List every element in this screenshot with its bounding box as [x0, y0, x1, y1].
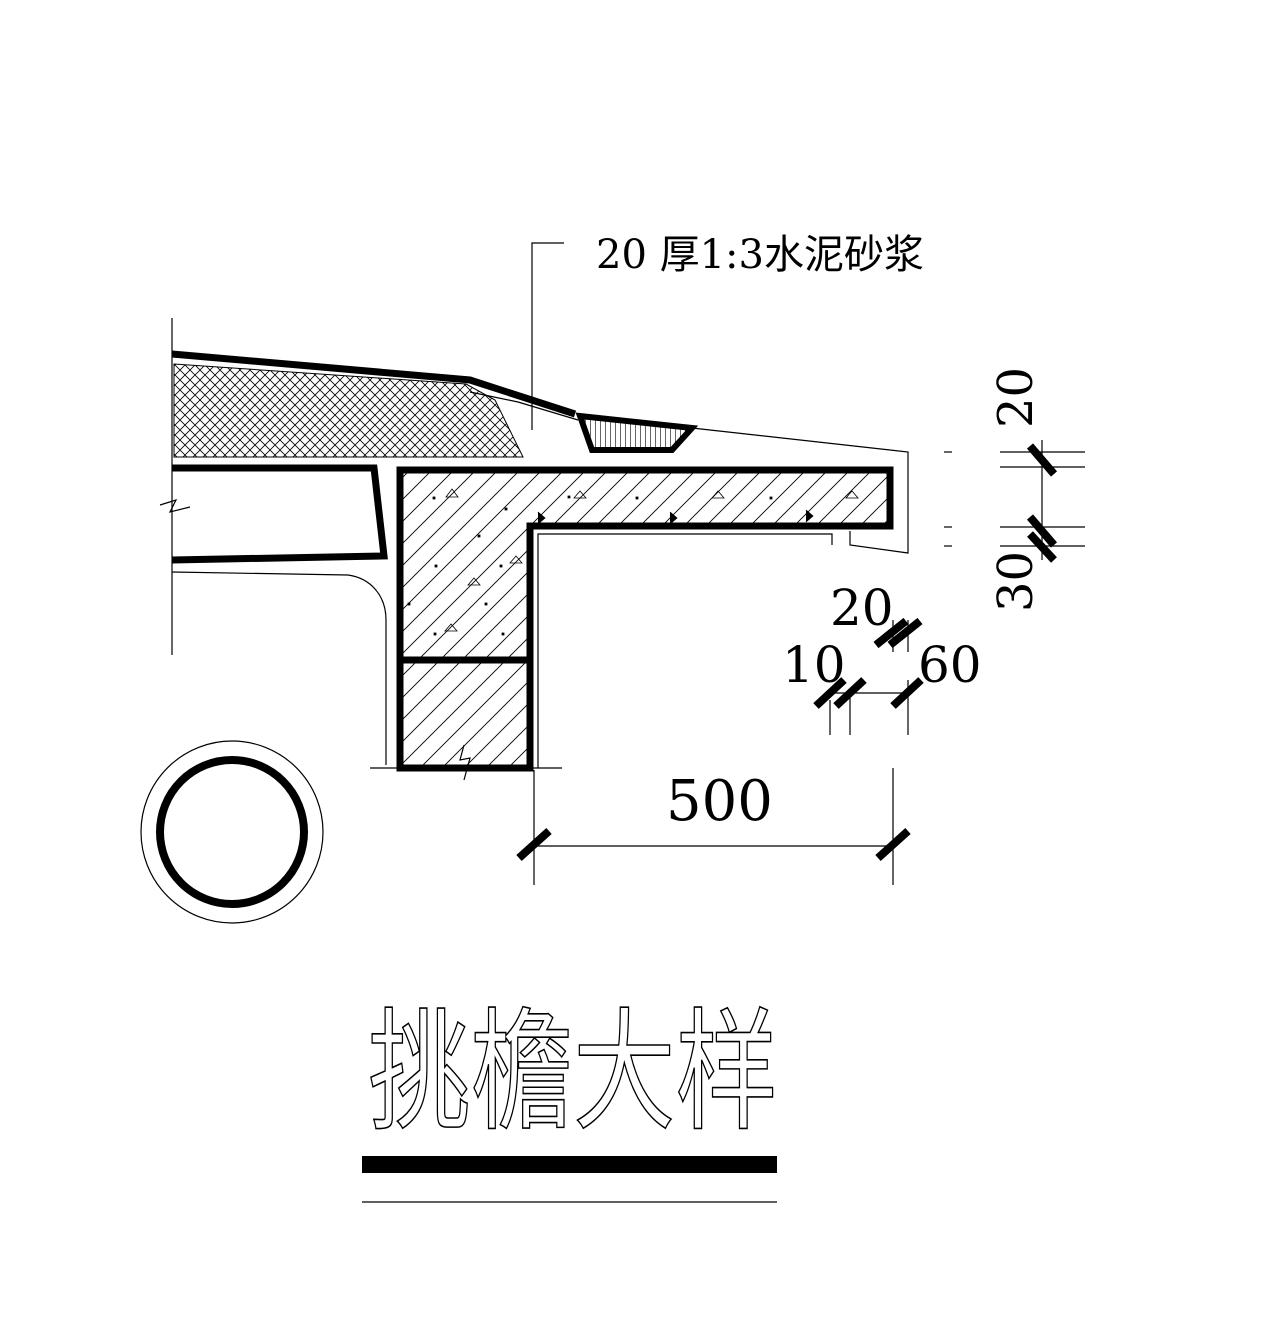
concrete-eave-body	[396, 466, 894, 664]
vertical-dimension	[944, 440, 1085, 563]
soffit-finish-line	[537, 533, 833, 768]
dimension-20-gutter: 20	[830, 579, 894, 637]
wall-section	[396, 656, 534, 772]
dimension-10-gutter: 10	[782, 636, 846, 694]
dimension-60-gutter: 60	[918, 636, 982, 694]
annotation-leader-line	[531, 242, 564, 430]
interior-line	[171, 571, 387, 765]
pipe-outer-circle	[140, 740, 324, 924]
gutter-dimensions	[813, 617, 924, 735]
annotation-label: 20 厚1:3水泥砂浆	[596, 232, 924, 278]
drawing-title: 挑檐大样	[368, 996, 778, 1150]
roof-insulation-layer	[173, 363, 524, 458]
mortar-surface-line	[469, 391, 579, 421]
concrete-aggregate-marks	[407, 488, 859, 636]
wall-break-symbol	[459, 744, 471, 781]
dimension-20-vertical: 20	[988, 367, 1044, 428]
gutter-channel	[575, 412, 699, 453]
pipe-inner-circle	[156, 756, 308, 908]
gutter-slope-line	[691, 427, 909, 554]
dimension-30-vertical: 30	[988, 551, 1044, 612]
break-symbol	[159, 499, 191, 513]
roof-slab-outline	[171, 464, 388, 564]
title-underline-thick	[362, 1156, 777, 1173]
overhang-dimension	[516, 768, 911, 885]
roof-surface-line	[171, 350, 577, 418]
dimension-500: 500	[666, 769, 773, 834]
